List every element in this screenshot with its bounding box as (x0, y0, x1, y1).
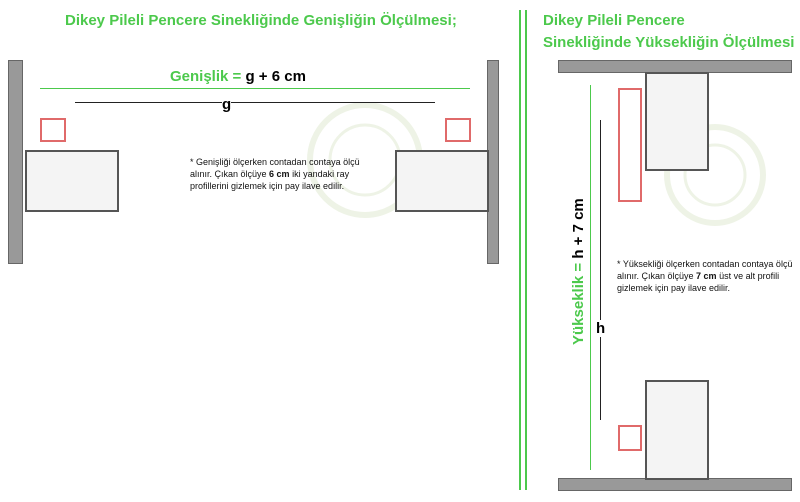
g-measure-line (75, 102, 435, 103)
left-title: Dikey Pileli Pencere Sinekliğinde Genişl… (65, 12, 457, 29)
width-dimension-label: Genişlik = g + 6 cm (170, 68, 306, 85)
top-screen-profile (618, 88, 642, 202)
height-note: * Yüksekliği ölçerken contadan contaya ö… (617, 259, 793, 293)
h-label: h (596, 320, 606, 337)
bottom-window-profile (645, 380, 709, 480)
left-wall (8, 60, 23, 264)
width-label: Genişlik = (170, 68, 242, 85)
height-label: Yükseklik = (570, 262, 587, 345)
bottom-screen-profile (618, 425, 642, 451)
left-window-profile (25, 150, 119, 212)
width-note: * Genişliği ölçerken contadan contaya öl… (190, 157, 360, 191)
divider (525, 10, 527, 490)
width-dimension-line (40, 88, 470, 89)
h-measure-line (600, 120, 601, 420)
right-seal-profile (445, 118, 471, 142)
right-window-profile (395, 150, 489, 212)
watermark-logo (664, 124, 766, 226)
width-formula: g + 6 cm (245, 68, 306, 85)
top-window-profile (645, 72, 709, 171)
height-dimension-label: Yükseklik = h + 7 cm (570, 198, 587, 345)
divider (519, 10, 521, 490)
height-formula: h + 7 cm (570, 198, 587, 259)
g-label: g (222, 96, 232, 113)
height-dimension-line (590, 85, 591, 470)
left-seal-profile (40, 118, 66, 142)
